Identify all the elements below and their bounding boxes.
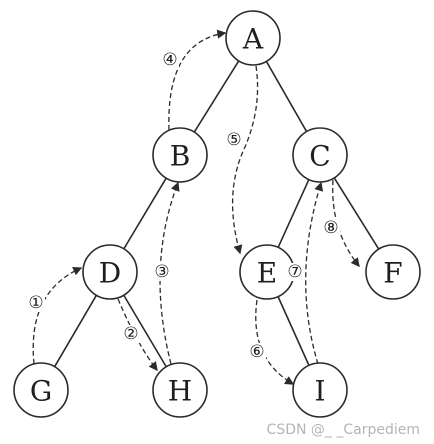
node-circle [225,10,281,66]
traversal-arc-1 [32,266,83,365]
step-marker-background [153,263,171,281]
step-marker-background [161,51,179,69]
tree-edge-e-i [277,296,310,366]
tree-edge-b-d [123,177,167,250]
step-marker-label: ⑧ [323,218,338,238]
traversal-arc-7 [305,181,324,365]
tree-edge-d-g [53,294,98,368]
tree-edges [53,60,380,368]
tree-edge-c-e [277,179,310,248]
tree-node-g: G [13,362,69,418]
tree-node-b: B [152,127,208,183]
step-marker-label: ④ [162,50,177,70]
step-marker-background [225,131,243,149]
node-label: C [309,140,330,173]
traversal-arc-5 [231,65,259,255]
step-marker-label: ① [28,293,43,313]
tree-node-f: F [365,244,421,300]
traversal-arc-3 [159,181,180,365]
node-label: F [383,257,402,290]
node-label: E [257,257,277,290]
step-marker-label: ⑥ [249,342,264,362]
tree-edge-d-h [123,294,167,368]
node-label: G [30,375,52,408]
tree-edge-a-c [265,61,308,132]
tree-node-h: H [152,362,208,418]
node-label: B [170,140,191,173]
tree-edge-c-f [333,177,380,250]
step-marker-5: ⑤ [225,130,243,150]
step-marker-7: ⑦ [286,262,304,282]
traversal-arc-8 [332,179,360,268]
step-marker-background [122,325,140,343]
node-circle [82,244,138,300]
step-marker-background [27,294,45,312]
node-circle [152,127,208,183]
node-circle [152,362,208,418]
node-circle [292,362,348,418]
tree-node-d: D [82,244,138,300]
traversal-arc-4 [168,29,227,131]
step-marker-label: ⑤ [226,130,241,150]
node-label: A [242,23,264,56]
node-label: H [168,375,192,408]
step-marker-1: ① [27,293,45,313]
step-marker-label: ② [123,324,138,344]
node-label: D [99,257,121,290]
node-circle [365,244,421,300]
tree-node-c: C [292,127,348,183]
step-marker-3: ③ [153,262,171,282]
node-circle [13,362,69,418]
step-marker-background [322,219,340,237]
traversal-arcs [32,29,360,385]
tree-nodes: A B C D E F G H I [13,10,421,418]
step-marker-6: ⑥ [248,342,266,362]
step-marker-2: ② [122,324,140,344]
step-marker-label: ③ [154,262,169,282]
tree-node-e: E [239,244,295,300]
step-marker-8: ⑧ [322,218,340,238]
step-marker-background [286,263,304,281]
step-marker-background [248,343,266,361]
tree-node-a: A [225,10,281,66]
watermark-text: CSDN @_ _Carpediem [266,422,420,438]
step-marker-label: ⑦ [287,262,302,282]
tree-node-i: I [292,362,348,418]
node-circle [292,127,348,183]
tree-edge-a-b [193,60,240,133]
node-label: I [314,375,325,408]
traversal-step-markers: ① ② ③ ④ ⑤ ⑥ ⑦ ⑧ [27,50,340,362]
step-marker-4: ④ [161,50,179,70]
